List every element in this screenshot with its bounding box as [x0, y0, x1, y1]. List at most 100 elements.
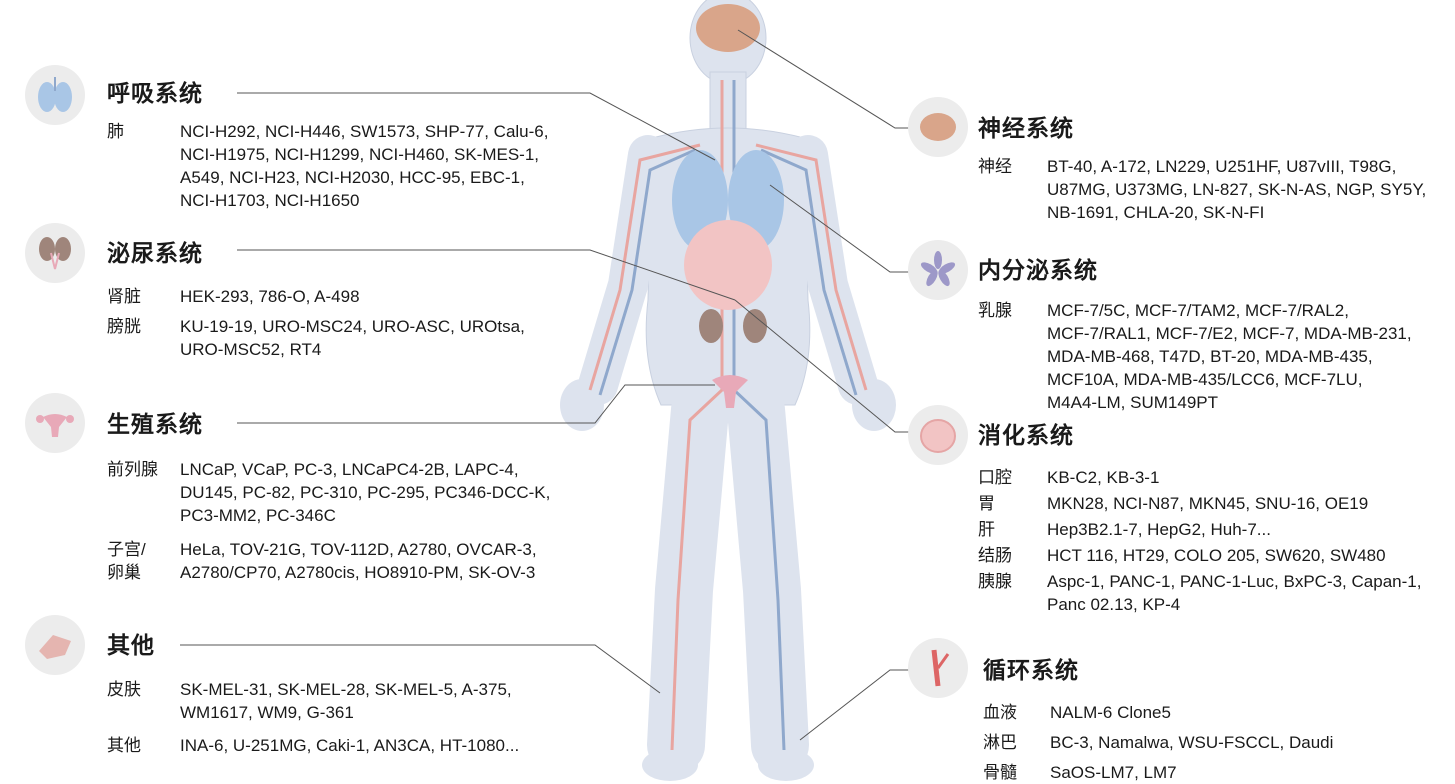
- intestine-icon: [908, 405, 968, 465]
- cell-line-text: DU145, PC-82, PC-310, PC-295, PC346-DCC-…: [180, 483, 551, 502]
- cell-line-text: LNCaP, VCaP, PC-3, LNCaPC4-2B, LAPC-4,: [180, 460, 519, 479]
- organ-label-line: 胃: [978, 494, 995, 513]
- section-title: 循环系统: [983, 657, 1079, 683]
- organ-label: 淋巴: [983, 731, 1050, 754]
- organ-label-line: 淋巴: [983, 733, 1017, 752]
- cell-line-text: INA-6, U-251MG, Caki-1, AN3CA, HT-1080..…: [180, 736, 520, 755]
- left-hand: [560, 379, 604, 431]
- cell-line-list: BC-3, Namalwa, WSU-FSCCL, Daudi: [1050, 731, 1333, 754]
- cell-line-text: SK-MEL-31, SK-MEL-28, SK-MEL-5, A-375,: [180, 680, 512, 699]
- brain-icon: [908, 97, 968, 157]
- left-foot: [642, 749, 698, 781]
- cell-line-text: URO-MSC52, RT4: [180, 340, 322, 359]
- organ-label: 胃: [978, 492, 1047, 515]
- cell-line-text: HCT 116, HT29, COLO 205, SW620, SW480: [1047, 546, 1386, 565]
- left-kidney: [699, 309, 723, 343]
- kidney-icon: [25, 223, 85, 283]
- cell-line-text: NCI-H1975, NCI-H1299, NCI-H460, SK-MES-1…: [180, 145, 540, 164]
- organ-label-line: 肾脏: [107, 287, 141, 306]
- cell-line-list: MKN28, NCI-N87, MKN45, SNU-16, OE19: [1047, 492, 1368, 515]
- cell-line-group: 肺 NCI-H292, NCI-H446, SW1573, SHP-77, Cal…: [107, 120, 548, 212]
- organ-label-line: 其他: [107, 736, 141, 755]
- organ-label-line: 神经: [978, 157, 1012, 176]
- cell-line-text: MKN28, NCI-N87, MKN45, SNU-16, OE19: [1047, 494, 1369, 513]
- cell-line-text: BT-40, A-172, LN229, U251HF, U87vIII, T9…: [1047, 157, 1397, 176]
- cell-line-text: NCI-H292, NCI-H446, SW1573, SHP-77, Calu…: [180, 122, 549, 141]
- section-title: 其他: [107, 632, 155, 658]
- cell-line-text: NCI-H1703, NCI-H1650: [180, 191, 360, 210]
- section-title: 消化系统: [978, 422, 1074, 448]
- organ-label: 胰腺: [978, 570, 1047, 616]
- section-title: 泌尿系统: [107, 240, 203, 266]
- organ-label-line: 卵巢: [107, 563, 141, 582]
- organ-label: 子宫/卵巢: [107, 538, 180, 584]
- organ-label: 前列腺: [107, 458, 180, 527]
- cell-line-text: KU-19-19, URO-MSC24, URO-ASC, UROtsa,: [180, 317, 525, 336]
- right-section: 神经系统神经 BT-40, A-172, LN229, U251HF, U87vI…: [978, 113, 1426, 224]
- cell-line-group: 淋巴 BC-3, Namalwa, WSU-FSCCL, Daudi: [983, 731, 1333, 754]
- uterus-organ: [712, 375, 748, 408]
- section-title: 呼吸系统: [107, 80, 203, 106]
- cell-line-list: HeLa, TOV-21G, TOV-112D, A2780, OVCAR-3,…: [180, 538, 537, 584]
- cell-line-list: Aspc-1, PANC-1, PANC-1-Luc, BxPC-3, Capa…: [1047, 570, 1421, 616]
- skin-icon: [25, 615, 85, 675]
- organ-label: 其他: [107, 734, 180, 757]
- blood-vessel-icon: [908, 638, 968, 698]
- organ-label: 肾脏: [107, 285, 180, 308]
- cell-line-text: Panc 02.13, KP-4: [1047, 595, 1181, 614]
- organ-label-line: 肺: [107, 122, 124, 141]
- cell-line-group: 胃 MKN28, NCI-N87, MKN45, SNU-16, OE19: [978, 492, 1421, 515]
- organ-label: 膀胱: [107, 315, 180, 361]
- right-hand: [852, 379, 896, 431]
- lungs-icon: [25, 65, 85, 125]
- cell-line-list: SaOS-LM7, LM7: [1050, 761, 1177, 784]
- cell-line-text: MCF10A, MDA-MB-435/LCC6, MCF-7LU,: [1047, 370, 1363, 389]
- organ-label-line: 乳腺: [978, 301, 1012, 320]
- organ-label: 肝: [978, 518, 1047, 541]
- organ-label-line: 结肠: [978, 546, 1012, 565]
- cell-line-text: BC-3, Namalwa, WSU-FSCCL, Daudi: [1050, 733, 1334, 752]
- cell-line-list: INA-6, U-251MG, Caki-1, AN3CA, HT-1080..…: [180, 734, 519, 757]
- organ-label: 肺: [107, 120, 180, 212]
- cell-line-list: MCF-7/5C, MCF-7/TAM2, MCF-7/RAL2,MCF-7/R…: [1047, 299, 1412, 414]
- organ-label: 口腔: [978, 466, 1047, 489]
- cell-line-group: 神经 BT-40, A-172, LN229, U251HF, U87vIII, …: [978, 155, 1426, 224]
- section-title: 生殖系统: [107, 411, 203, 437]
- cell-line-text: HEK-293, 786-O, A-498: [180, 287, 360, 306]
- organ-label: 皮肤: [107, 678, 180, 724]
- cell-line-list: NCI-H292, NCI-H446, SW1573, SHP-77, Calu…: [180, 120, 548, 212]
- organ-label-line: 胰腺: [978, 572, 1012, 591]
- cell-line-text: KB-C2, KB-3-1: [1047, 468, 1160, 487]
- organ-label: 血液: [983, 701, 1050, 724]
- section-title: 神经系统: [978, 115, 1074, 141]
- cell-line-list: BT-40, A-172, LN229, U251HF, U87vIII, T9…: [1047, 155, 1426, 224]
- cell-line-text: WM1617, WM9, G-361: [180, 703, 354, 722]
- organ-label: 骨髓: [983, 761, 1050, 784]
- cell-line-list: HEK-293, 786-O, A-498: [180, 285, 360, 308]
- cell-line-list: KB-C2, KB-3-1: [1047, 466, 1159, 489]
- organ-label: 结肠: [978, 544, 1047, 567]
- endocrine-gland-icon: [908, 240, 968, 300]
- body-silhouette: [645, 0, 811, 406]
- cell-line-group: 乳腺 MCF-7/5C, MCF-7/TAM2, MCF-7/RAL2,MCF-7…: [978, 299, 1412, 414]
- cell-line-text: NALM-6 Clone5: [1050, 703, 1171, 722]
- organ-label-line: 子宫/: [107, 540, 146, 559]
- uterus-icon: [25, 393, 85, 453]
- cell-line-text: PC3-MM2, PC-346C: [180, 506, 336, 525]
- organ-label-line: 肝: [978, 520, 995, 539]
- cell-line-text: U87MG, U373MG, LN-827, SK-N-AS, NGP, SY5…: [1047, 180, 1427, 199]
- cell-line-list: SK-MEL-31, SK-MEL-28, SK-MEL-5, A-375, WM…: [180, 678, 512, 724]
